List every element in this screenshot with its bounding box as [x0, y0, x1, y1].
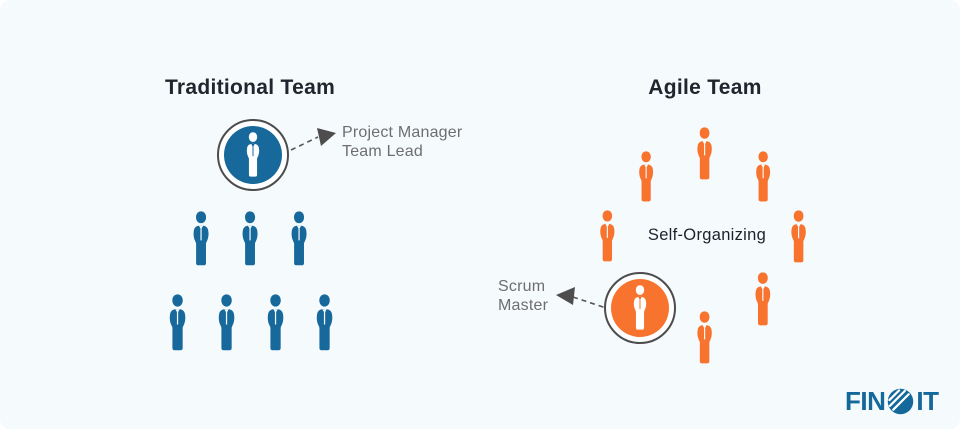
team-member-icon — [213, 294, 240, 352]
scrum-master-label-line1: Scrum — [498, 278, 546, 295]
project-manager-arrow — [290, 128, 336, 151]
scrum-master-label-line2: Master — [498, 297, 549, 314]
team-member-icon — [286, 211, 312, 267]
project-manager-circle — [224, 126, 282, 184]
team-member-icon — [751, 151, 775, 203]
team-member-icon — [692, 311, 717, 365]
team-member-icon — [692, 127, 717, 181]
team-member-icon — [634, 151, 658, 203]
team-member-icon — [786, 210, 811, 264]
project-manager-label-line1: Project Manager — [342, 124, 463, 141]
scrum-master-label: Scrum Master — [498, 277, 548, 315]
team-member-icon — [750, 272, 776, 327]
scrum-master-arrow — [556, 287, 607, 309]
person-icon — [633, 285, 647, 330]
team-member-icon — [188, 211, 214, 267]
finoit-logo: FIN IT — [845, 385, 939, 417]
scrum-master-circle — [611, 279, 669, 337]
finoit-logo-text-post: IT — [916, 385, 939, 416]
team-member-icon — [262, 294, 289, 352]
team-member-icon — [595, 210, 620, 263]
agile-team-title: Agile Team — [648, 76, 762, 100]
team-member-icon — [164, 294, 191, 352]
traditional-team-title: Traditional Team — [164, 76, 336, 100]
finoit-logo-text-pre: FIN — [845, 385, 886, 416]
self-organizing-label: Self-Organizing — [647, 226, 767, 244]
project-manager-label: Project Manager Team Lead — [342, 123, 462, 161]
team-member-icon — [311, 294, 338, 352]
finoit-logo-globe-icon — [888, 388, 914, 414]
scrum-master-icon — [604, 272, 676, 344]
team-member-icon — [237, 211, 263, 267]
project-manager-label-line2: Team Lead — [342, 143, 423, 160]
person-icon — [246, 132, 260, 177]
project-manager-icon — [217, 119, 289, 191]
